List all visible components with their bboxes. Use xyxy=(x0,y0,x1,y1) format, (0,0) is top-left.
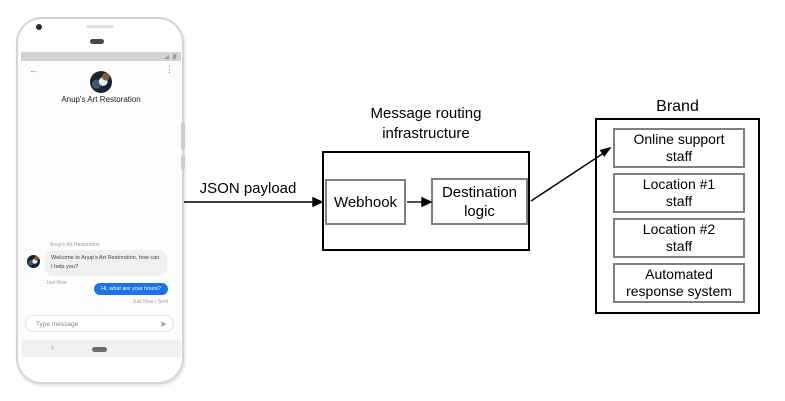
signal-icon xyxy=(164,54,169,59)
incoming-message-bubble: Welcome to Anup's Art Restoration, how c… xyxy=(45,250,167,277)
business-avatar xyxy=(90,71,112,93)
routing-title-line2: infrastructure xyxy=(382,125,470,142)
destination-line1: Destination xyxy=(441,183,518,201)
brand-member-location-1: Location #1 staff xyxy=(613,173,745,213)
front-camera-icon xyxy=(36,24,42,30)
message-avatar xyxy=(27,255,40,268)
speaker-grille xyxy=(90,39,104,44)
earpiece-speaker xyxy=(86,25,114,28)
brand-member-location-2: Location #2 staff xyxy=(613,218,745,258)
phone-screen: ← ⋮ Anup's Art Restoration Anup's Art Re… xyxy=(21,52,181,357)
destination-logic-box: Destination logic xyxy=(431,178,528,225)
destination-line2: logic xyxy=(464,202,495,220)
brand-member-online-support: Online support staff xyxy=(613,128,745,168)
routing-title: Message routing infrastructure xyxy=(322,104,530,144)
incoming-timestamp: Just Now xyxy=(46,280,67,286)
message-input[interactable] xyxy=(34,317,156,332)
volume-button[interactable] xyxy=(181,122,185,150)
chat-title: Anup's Art Restoration xyxy=(61,95,141,104)
status-bar xyxy=(21,52,181,61)
battery-icon xyxy=(173,54,176,59)
nav-back-icon[interactable]: ‹ xyxy=(51,342,55,353)
power-button[interactable] xyxy=(181,155,185,170)
overflow-menu-icon[interactable]: ⋮ xyxy=(165,64,174,74)
home-button[interactable] xyxy=(92,346,107,352)
sender-label: Anup's Art Restoration xyxy=(50,242,100,248)
routing-title-line1: Message routing xyxy=(370,105,482,122)
outgoing-timestamp: Just Now • Sent xyxy=(132,299,168,305)
android-nav-bar: ‹ xyxy=(21,340,181,357)
message-composer[interactable]: ➤ xyxy=(25,315,174,332)
webhook-box: Webhook xyxy=(325,179,406,225)
outgoing-message-bubble: Hi, what are your hours? xyxy=(94,283,168,295)
json-payload-label: JSON payload xyxy=(199,180,297,197)
send-icon[interactable]: ➤ xyxy=(159,319,167,329)
brand-title: Brand xyxy=(656,98,699,115)
arrowhead-phone-to-webhook xyxy=(312,196,324,208)
brand-member-automated-response: Automated response system xyxy=(613,263,745,303)
back-arrow-icon[interactable]: ← xyxy=(29,65,38,75)
phone-mockup: ← ⋮ Anup's Art Restoration Anup's Art Re… xyxy=(16,17,185,384)
arrow-destination-to-brand xyxy=(530,152,604,202)
